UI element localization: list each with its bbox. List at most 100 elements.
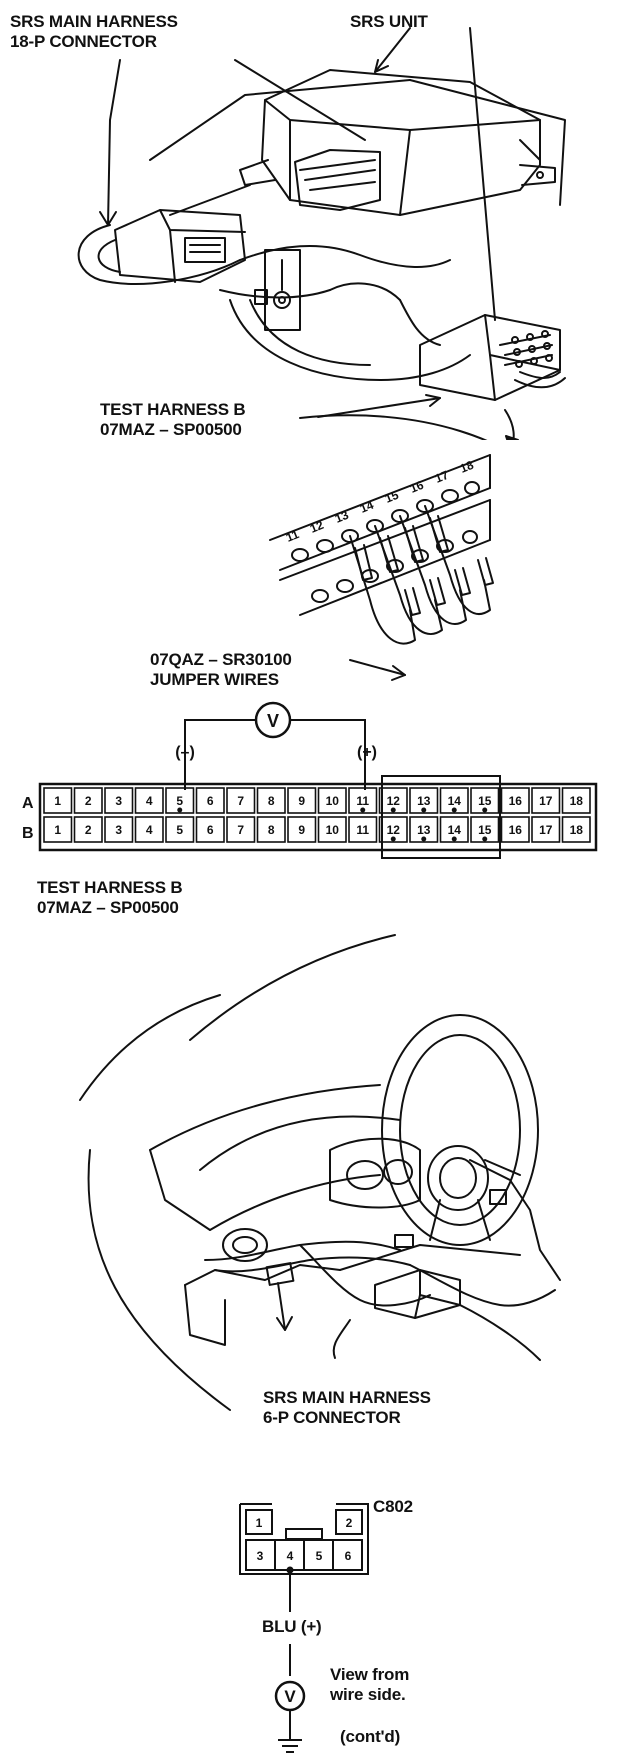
- pin-cell-a-15: [470, 787, 500, 814]
- pin-label-a-4: 4: [146, 794, 153, 808]
- label-6p-line1: SRS MAIN HARNESS: [263, 1388, 431, 1407]
- pin-label-a-12: 12: [387, 794, 401, 808]
- pin-number-11: 11: [284, 527, 301, 545]
- pin-label-b-5: 5: [176, 823, 183, 837]
- label-jumper-line2: JUMPER WIRES: [150, 670, 279, 689]
- label-test-harness-top-line1: TEST HARNESS B: [100, 400, 246, 419]
- pin-cell-b-6: [195, 816, 225, 843]
- label-test-harness-bottom-line2: 07MAZ – SP00500: [37, 898, 179, 917]
- pin-cell-b-17: [531, 816, 561, 843]
- probe-dot-a-14: [451, 807, 457, 813]
- pin-cell-a-12: [378, 787, 408, 814]
- pin-number-16: 16: [408, 478, 426, 496]
- dashboard-illustration: [79, 934, 561, 1411]
- pin-label-b-11: 11: [356, 823, 369, 837]
- pin-cell-b-14: [439, 816, 469, 843]
- pin-label-a-1: 1: [54, 794, 61, 808]
- pin-label-a-10: 10: [326, 794, 340, 808]
- pin-cell-a-17: [531, 787, 561, 814]
- meter-symbol-top: V: [267, 711, 279, 731]
- jumper-wire-detail: 11 12 13 14 15 16 17 18: [269, 454, 494, 681]
- pin-number-12: 12: [308, 518, 326, 536]
- pin-label-b-1: 1: [54, 823, 61, 837]
- pin-cell-a-11: [348, 787, 378, 814]
- pin-cell-b-18: [561, 816, 591, 843]
- pin-cell-a-2: [73, 787, 103, 814]
- probe-dot-b-14: [451, 836, 457, 842]
- pin-label-b-8: 8: [268, 823, 275, 837]
- pin-label-a-16: 16: [509, 794, 523, 808]
- pin-label-a-14: 14: [448, 794, 462, 808]
- pin-label-b-7: 7: [237, 823, 244, 837]
- pin-cell-a-18: [561, 787, 591, 814]
- pin-label-b-2: 2: [85, 823, 92, 837]
- row-label-b: B: [22, 825, 34, 842]
- pin-cell-a-9: [287, 787, 317, 814]
- pin-cell-b-13: [409, 816, 439, 843]
- label-jumper-line1: 07QAZ – SR30100: [150, 650, 292, 669]
- pin-label-b-13: 13: [417, 823, 431, 837]
- probe-dot-a-13: [421, 807, 427, 813]
- probe-dot-b-12: [390, 836, 396, 842]
- pin-label-a-3: 3: [115, 794, 122, 808]
- pin-label-a-8: 8: [268, 794, 275, 808]
- srs-unit-illustration: [77, 27, 566, 440]
- wire-label-blu: BLU (+): [262, 1617, 322, 1636]
- pin-1: 1: [256, 1516, 263, 1530]
- pin-label-b-17: 17: [539, 823, 553, 837]
- probe-dot-a-11: [360, 807, 366, 813]
- row-label-a: A: [22, 795, 34, 812]
- pin-6: 6: [345, 1549, 352, 1563]
- pin-5: 5: [316, 1549, 323, 1563]
- pin-4: 4: [287, 1549, 294, 1563]
- label-test-harness-bottom-line1: TEST HARNESS B: [37, 878, 183, 897]
- pin-label-b-15: 15: [478, 823, 492, 837]
- pin-cell-a-10: [317, 787, 347, 814]
- label-main-harness-line2: 18-P CONNECTOR: [10, 32, 157, 51]
- pin-label-a-7: 7: [237, 794, 244, 808]
- contd-label: (cont'd): [340, 1727, 401, 1746]
- pin-number-13: 13: [333, 508, 351, 526]
- probe-dot-a-5: [177, 807, 183, 813]
- pos-probe-label: (+): [357, 744, 377, 761]
- pin-number-18: 18: [458, 458, 476, 476]
- pin-label-b-18: 18: [570, 823, 584, 837]
- neg-probe-label: (–): [175, 744, 195, 761]
- pin-cell-b-8: [256, 816, 286, 843]
- pin-cell-a-13: [409, 787, 439, 814]
- pin-cell-b-7: [226, 816, 256, 843]
- pin-cell-a-4: [134, 787, 164, 814]
- probe-dot-b-15: [482, 836, 488, 842]
- pin-cell-b-11: [348, 816, 378, 843]
- pin-cell-a-6: [195, 787, 225, 814]
- pin-cell-b-5: [165, 816, 195, 843]
- pin-label-a-17: 17: [539, 794, 553, 808]
- label-test-harness-top-line2: 07MAZ – SP00500: [100, 420, 242, 439]
- view-note-line2: wire side.: [330, 1685, 406, 1704]
- pin-cell-a-16: [500, 787, 530, 814]
- pin-3: 3: [257, 1549, 264, 1563]
- pin-label-b-14: 14: [448, 823, 462, 837]
- pin-2: 2: [346, 1516, 353, 1530]
- probe-dot-a-15: [482, 807, 488, 813]
- pin-label-b-16: 16: [509, 823, 523, 837]
- pin-cell-a-1: [43, 787, 73, 814]
- view-note-line1: View from: [330, 1665, 410, 1684]
- pin-cell-b-15: [470, 816, 500, 843]
- pin-cell-b-1: [43, 816, 73, 843]
- pin-label-a-15: 15: [478, 794, 492, 808]
- pin-cell-a-7: [226, 787, 256, 814]
- pin-cell-b-3: [104, 816, 134, 843]
- pin-cell-b-10: [317, 816, 347, 843]
- pin-label-b-6: 6: [207, 823, 214, 837]
- connector-id-c802: C802: [373, 1497, 413, 1516]
- pin-number-14: 14: [358, 498, 376, 516]
- label-srs-unit: SRS UNIT: [350, 12, 428, 31]
- pin-cell-b-16: [500, 816, 530, 843]
- pin-label-a-6: 6: [207, 794, 214, 808]
- pin-label-b-10: 10: [326, 823, 340, 837]
- pin-cell-a-8: [256, 787, 286, 814]
- pin-number-17: 17: [433, 468, 451, 486]
